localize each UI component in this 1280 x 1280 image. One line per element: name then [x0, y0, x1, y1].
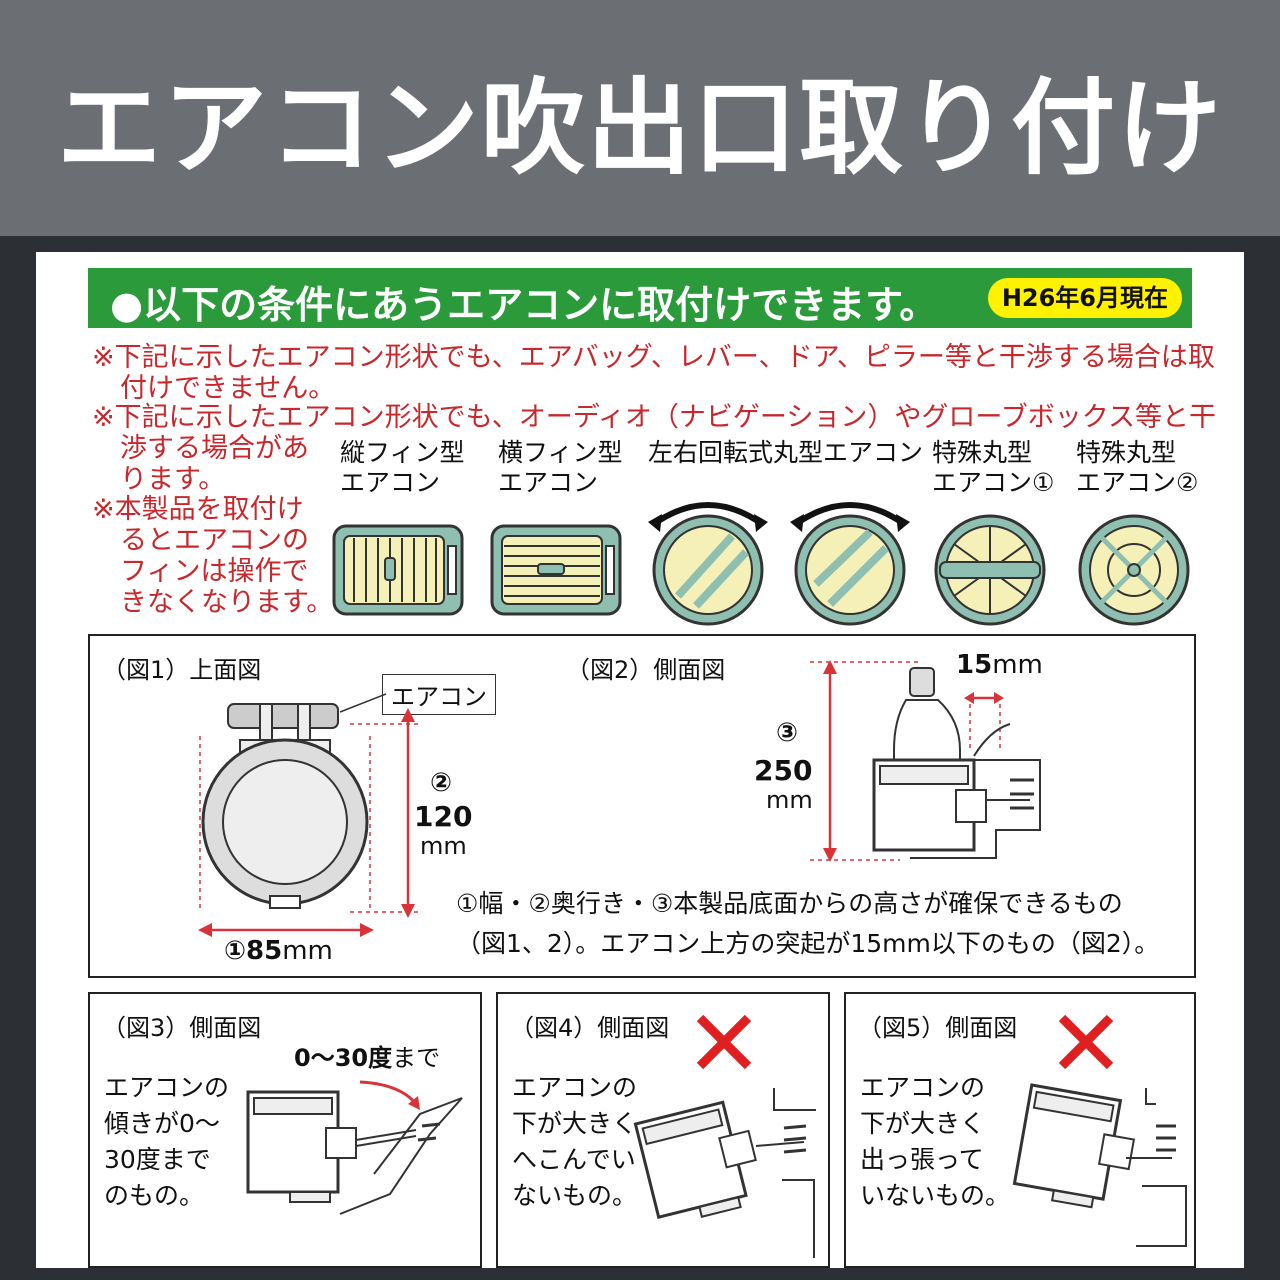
fig2-gap-dimension — [964, 692, 1004, 704]
note-3-line-1: ※本製品を取付け — [92, 494, 304, 525]
fig5-desc-line-3: 出っ張って — [860, 1145, 984, 1174]
fig3-angle-suffix: まで — [392, 1044, 441, 1072]
vent-type-special-1-line-2: エアコン① — [932, 468, 1055, 497]
vent-type-vertical-label: 縦フィン型 エアコン — [340, 438, 465, 498]
ng-x-icon-2 — [1058, 1014, 1114, 1070]
fig1-aircon-leader-line — [339, 693, 387, 713]
fig4-description: エアコンの 下が大きく へこんでい ないもの。 — [512, 1070, 637, 1214]
fig3-desc-line-2: 傾きが0〜 — [104, 1109, 220, 1138]
as-of-badge: H26年6月現在 — [987, 278, 1182, 318]
note-2-line-2: 渉する場合があ — [120, 433, 309, 464]
special-round-vent-2-icon — [1078, 514, 1190, 626]
figure-3-box: （図3）側面図 0〜30度まで エアコンの 傾きが0〜 30度まで のもの。 — [88, 992, 482, 1268]
note-2-line-3: ります。 — [120, 464, 226, 495]
fig1-width-value: ①85 — [224, 936, 283, 966]
fig3-desc-line-4: のもの。 — [104, 1181, 205, 1210]
fig2-side-view-drawing — [810, 660, 1041, 862]
rotating-round-vent-icon-2 — [790, 502, 910, 626]
instruction-panel: ●以下の条件にあうエアコンに取付けできます。 H26年6月現在 ※下記に示したエ… — [36, 252, 1244, 1268]
note-1-line-1: ※下記に示したエアコン形状でも、エアバッグ、レバー、ドア、ピラー等と干渉する場合… — [92, 342, 1215, 373]
vent-type-special-2-label: 特殊丸型 エアコン② — [1076, 438, 1198, 498]
figure-5-box: （図5）側面図 エアコンの 下が大きく 出っ張って いないもの。 — [844, 992, 1196, 1268]
conditions-heading: ●以下の条件にあうエアコンに取付けできます。 — [110, 283, 938, 327]
page-title: エアコン吹出口取り付け — [56, 66, 1223, 189]
fig3-angle-label: 0〜30度まで — [294, 1038, 440, 1073]
fig1-top-view-drawing — [199, 703, 371, 912]
horizontal-fin-vent-icon — [490, 524, 622, 616]
note-3-line-2: るとエアコンの — [120, 525, 309, 556]
vent-type-special-1-label: 特殊丸型 エアコン① — [932, 438, 1054, 498]
vent-type-special-2-line-2: エアコン② — [1076, 468, 1199, 497]
note-3: ※本製品を取付け るとエアコンの フィンは操作で きなくなります。 — [92, 494, 333, 618]
vent-type-horizontal-line-2: エアコン — [498, 468, 599, 497]
fig5-title: （図5）側面図 — [858, 1014, 1018, 1042]
vent-type-special-2-line-1: 特殊丸型 — [1076, 438, 1177, 467]
fig2-height-marker: ③ — [776, 718, 799, 748]
fig3-desc-line-1: エアコンの — [104, 1073, 230, 1102]
vent-type-horizontal-line-1: 横フィン型 — [498, 438, 623, 467]
fig3-description: エアコンの 傾きが0〜 30度まで のもの。 — [104, 1070, 229, 1214]
note-2-line-1: ※下記に示したエアコン形状でも、オーディオ（ナビゲーション）やグローブボックス等… — [92, 402, 1216, 433]
fig3-desc-line-3: 30度まで — [104, 1145, 211, 1174]
vent-type-special-1-line-1: 特殊丸型 — [932, 438, 1033, 467]
fig4-recessed-drawing — [633, 1088, 816, 1258]
vent-type-vertical-line-1: 縦フィン型 — [340, 438, 465, 467]
fig5-desc-line-2: 下が大きく — [860, 1109, 986, 1138]
fig1-width-dimension — [198, 923, 374, 937]
note-1: ※下記に示したエアコン形状でも、エアバッグ、レバー、ドア、ピラー等と干渉する場合… — [92, 342, 1215, 404]
fig5-protruding-drawing — [1012, 1083, 1187, 1247]
fig2-title: （図2）側面図 — [566, 656, 726, 684]
fig2-desc-line-2: （図1、2）。エアコン上方の突起が15mm以下のもの（図2）。 — [456, 929, 1160, 958]
figure-4-box: （図4）側面図 エアコンの 下が大きく へこんでい ないもの。 — [496, 992, 830, 1268]
fig1-width-label: ①85mm — [224, 936, 333, 966]
note-3-line-3: フィンは操作で — [120, 556, 309, 587]
fig5-desc-line-1: エアコンの — [860, 1073, 986, 1102]
vent-type-horizontal-label: 横フィン型 エアコン — [498, 438, 623, 498]
vent-type-vertical-line-2: エアコン — [340, 468, 441, 497]
note-3-line-4: きなくなります。 — [120, 587, 334, 618]
fig3-title: （図3）側面図 — [102, 1014, 262, 1042]
fig1-width-unit: mm — [282, 936, 333, 966]
fig1-title: （図1）上面図 — [102, 656, 262, 684]
fig1-depth-value: 120 — [414, 800, 473, 833]
rotating-round-vent-icon — [648, 502, 768, 626]
fig5-desc-line-4: いないもの。 — [860, 1181, 1011, 1210]
fig2-height-value: 250 — [754, 754, 813, 787]
fig5-description: エアコンの 下が大きく 出っ張って いないもの。 — [860, 1070, 1010, 1214]
fig4-desc-line-1: エアコンの — [512, 1073, 638, 1102]
figure-1-2-box: （図1）上面図 （図2）側面図 エアコン — [88, 634, 1196, 978]
ng-x-icon — [696, 1014, 752, 1070]
conditions-bar: ●以下の条件にあうエアコンに取付けできます。 H26年6月現在 — [88, 268, 1192, 328]
vent-type-rotating-label: 左右回転式丸型エアコン — [648, 438, 923, 468]
fig3-angle-range: 0〜30度 — [294, 1044, 393, 1072]
fig2-height-unit: mm — [766, 786, 813, 814]
fig4-desc-line-2: 下が大きく — [512, 1109, 638, 1138]
fig4-desc-line-4: ないもの。 — [512, 1181, 638, 1210]
fig3-tilt-drawing — [246, 1080, 463, 1215]
fig1-aircon-label: エアコン — [382, 674, 496, 715]
note-2: ※下記に示したエアコン形状でも、オーディオ（ナビゲーション）やグローブボックス等… — [92, 402, 1216, 495]
vertical-fin-vent-icon — [332, 524, 464, 616]
vent-type-rotating-line-1: 左右回転式丸型エアコン — [648, 438, 924, 467]
title-banner: エアコン吹出口取り付け — [0, 0, 1280, 236]
fig2-gap-value: 15 — [956, 650, 993, 680]
special-round-vent-1-icon — [934, 514, 1046, 626]
fig2-gap-label: 15mm — [956, 650, 1043, 680]
fig1-depth-unit: mm — [420, 832, 467, 860]
fig2-desc-line-1: ①幅・②奥行き・③本製品底面からの高さが確保できるもの — [456, 889, 1123, 918]
note-1-line-2: 付けできません。 — [120, 373, 336, 404]
fig2-gap-unit: mm — [992, 650, 1043, 680]
fig1-depth-marker: ② — [430, 768, 453, 798]
fig1-depth-dimension — [350, 708, 418, 918]
fig4-desc-line-3: へこんでい — [512, 1145, 636, 1174]
fig4-title: （図4）側面図 — [510, 1014, 670, 1042]
